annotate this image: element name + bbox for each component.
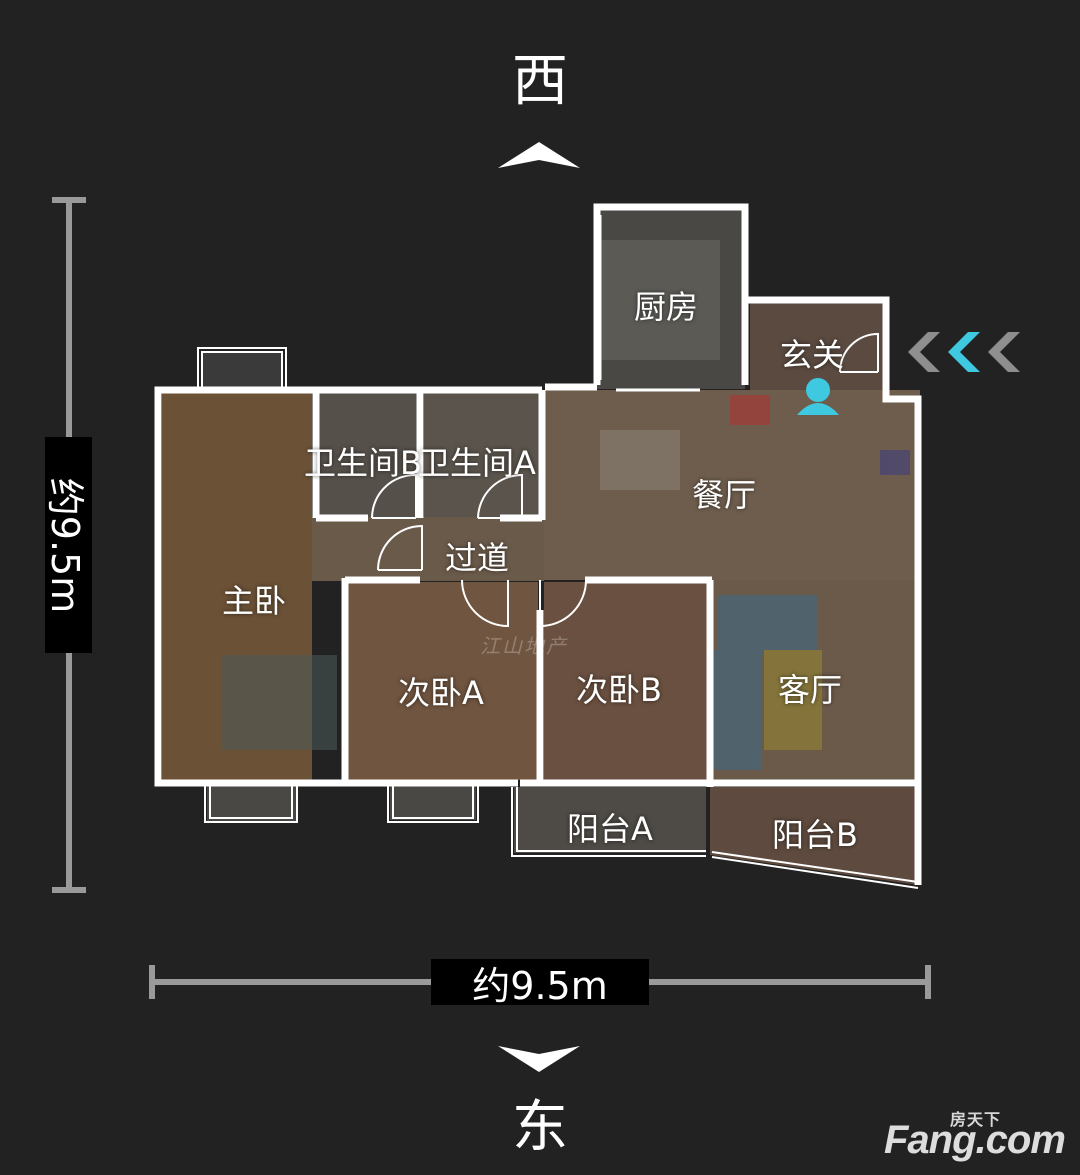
corridor-floor: [312, 517, 544, 581]
bay-left-floor: [202, 352, 282, 390]
room-label-bathroom-b: 卫生间B: [304, 444, 422, 482]
doors: [371, 332, 879, 628]
entry-arrow-icons: [908, 332, 1020, 372]
bed-a-floor: [348, 582, 538, 780]
room-label-bedroom-b: 次卧B: [576, 671, 662, 709]
room-label-bathroom-a: 卫生间A: [418, 444, 536, 482]
room-label-bedroom-a: 次卧A: [398, 674, 484, 712]
watermark-text: 江山地产: [480, 634, 568, 658]
room-label-balcony-b: 阳台B: [772, 816, 858, 854]
bay-bottom1-floor: [207, 782, 297, 822]
bed-b-floor: [544, 582, 709, 780]
north-direction-label: 西: [512, 49, 568, 114]
down-arrow-icon: [498, 1046, 580, 1072]
room-label-living-room: 客厅: [778, 671, 843, 709]
brand-logo-subtext: 房天下: [950, 1110, 1002, 1129]
entrance-floor: [750, 300, 885, 390]
room-label-kitchen: 厨房: [634, 288, 699, 326]
room-label-master-bedroom: 主卧: [222, 582, 287, 620]
room-label-dining: 餐厅: [692, 476, 757, 514]
brand-logo: 房天下 Fang.com: [884, 1106, 1066, 1166]
brand-logo-text: Fang.com: [884, 1118, 1066, 1162]
balcony-b-floor: [710, 787, 918, 885]
furniture: [222, 240, 910, 770]
room-label-balcony-a: 阳台A: [567, 810, 653, 848]
up-arrow-icon: [498, 142, 580, 168]
windows: [197, 215, 919, 889]
horizontal-dimension-label: 约9.5m: [431, 959, 649, 1008]
viewpoint-marker-icon: [797, 378, 839, 415]
bath-b-floor: [318, 392, 420, 517]
bath-a-floor: [424, 392, 539, 517]
room-label-corridor: 过道: [445, 539, 510, 577]
south-direction-label: 东: [512, 1095, 568, 1160]
balcony-a-floor: [514, 787, 706, 853]
room-label-entrance: 玄关: [780, 336, 845, 374]
vertical-dimension-label: 约9.5m: [43, 437, 92, 653]
bay-bottom2-floor: [390, 782, 476, 820]
